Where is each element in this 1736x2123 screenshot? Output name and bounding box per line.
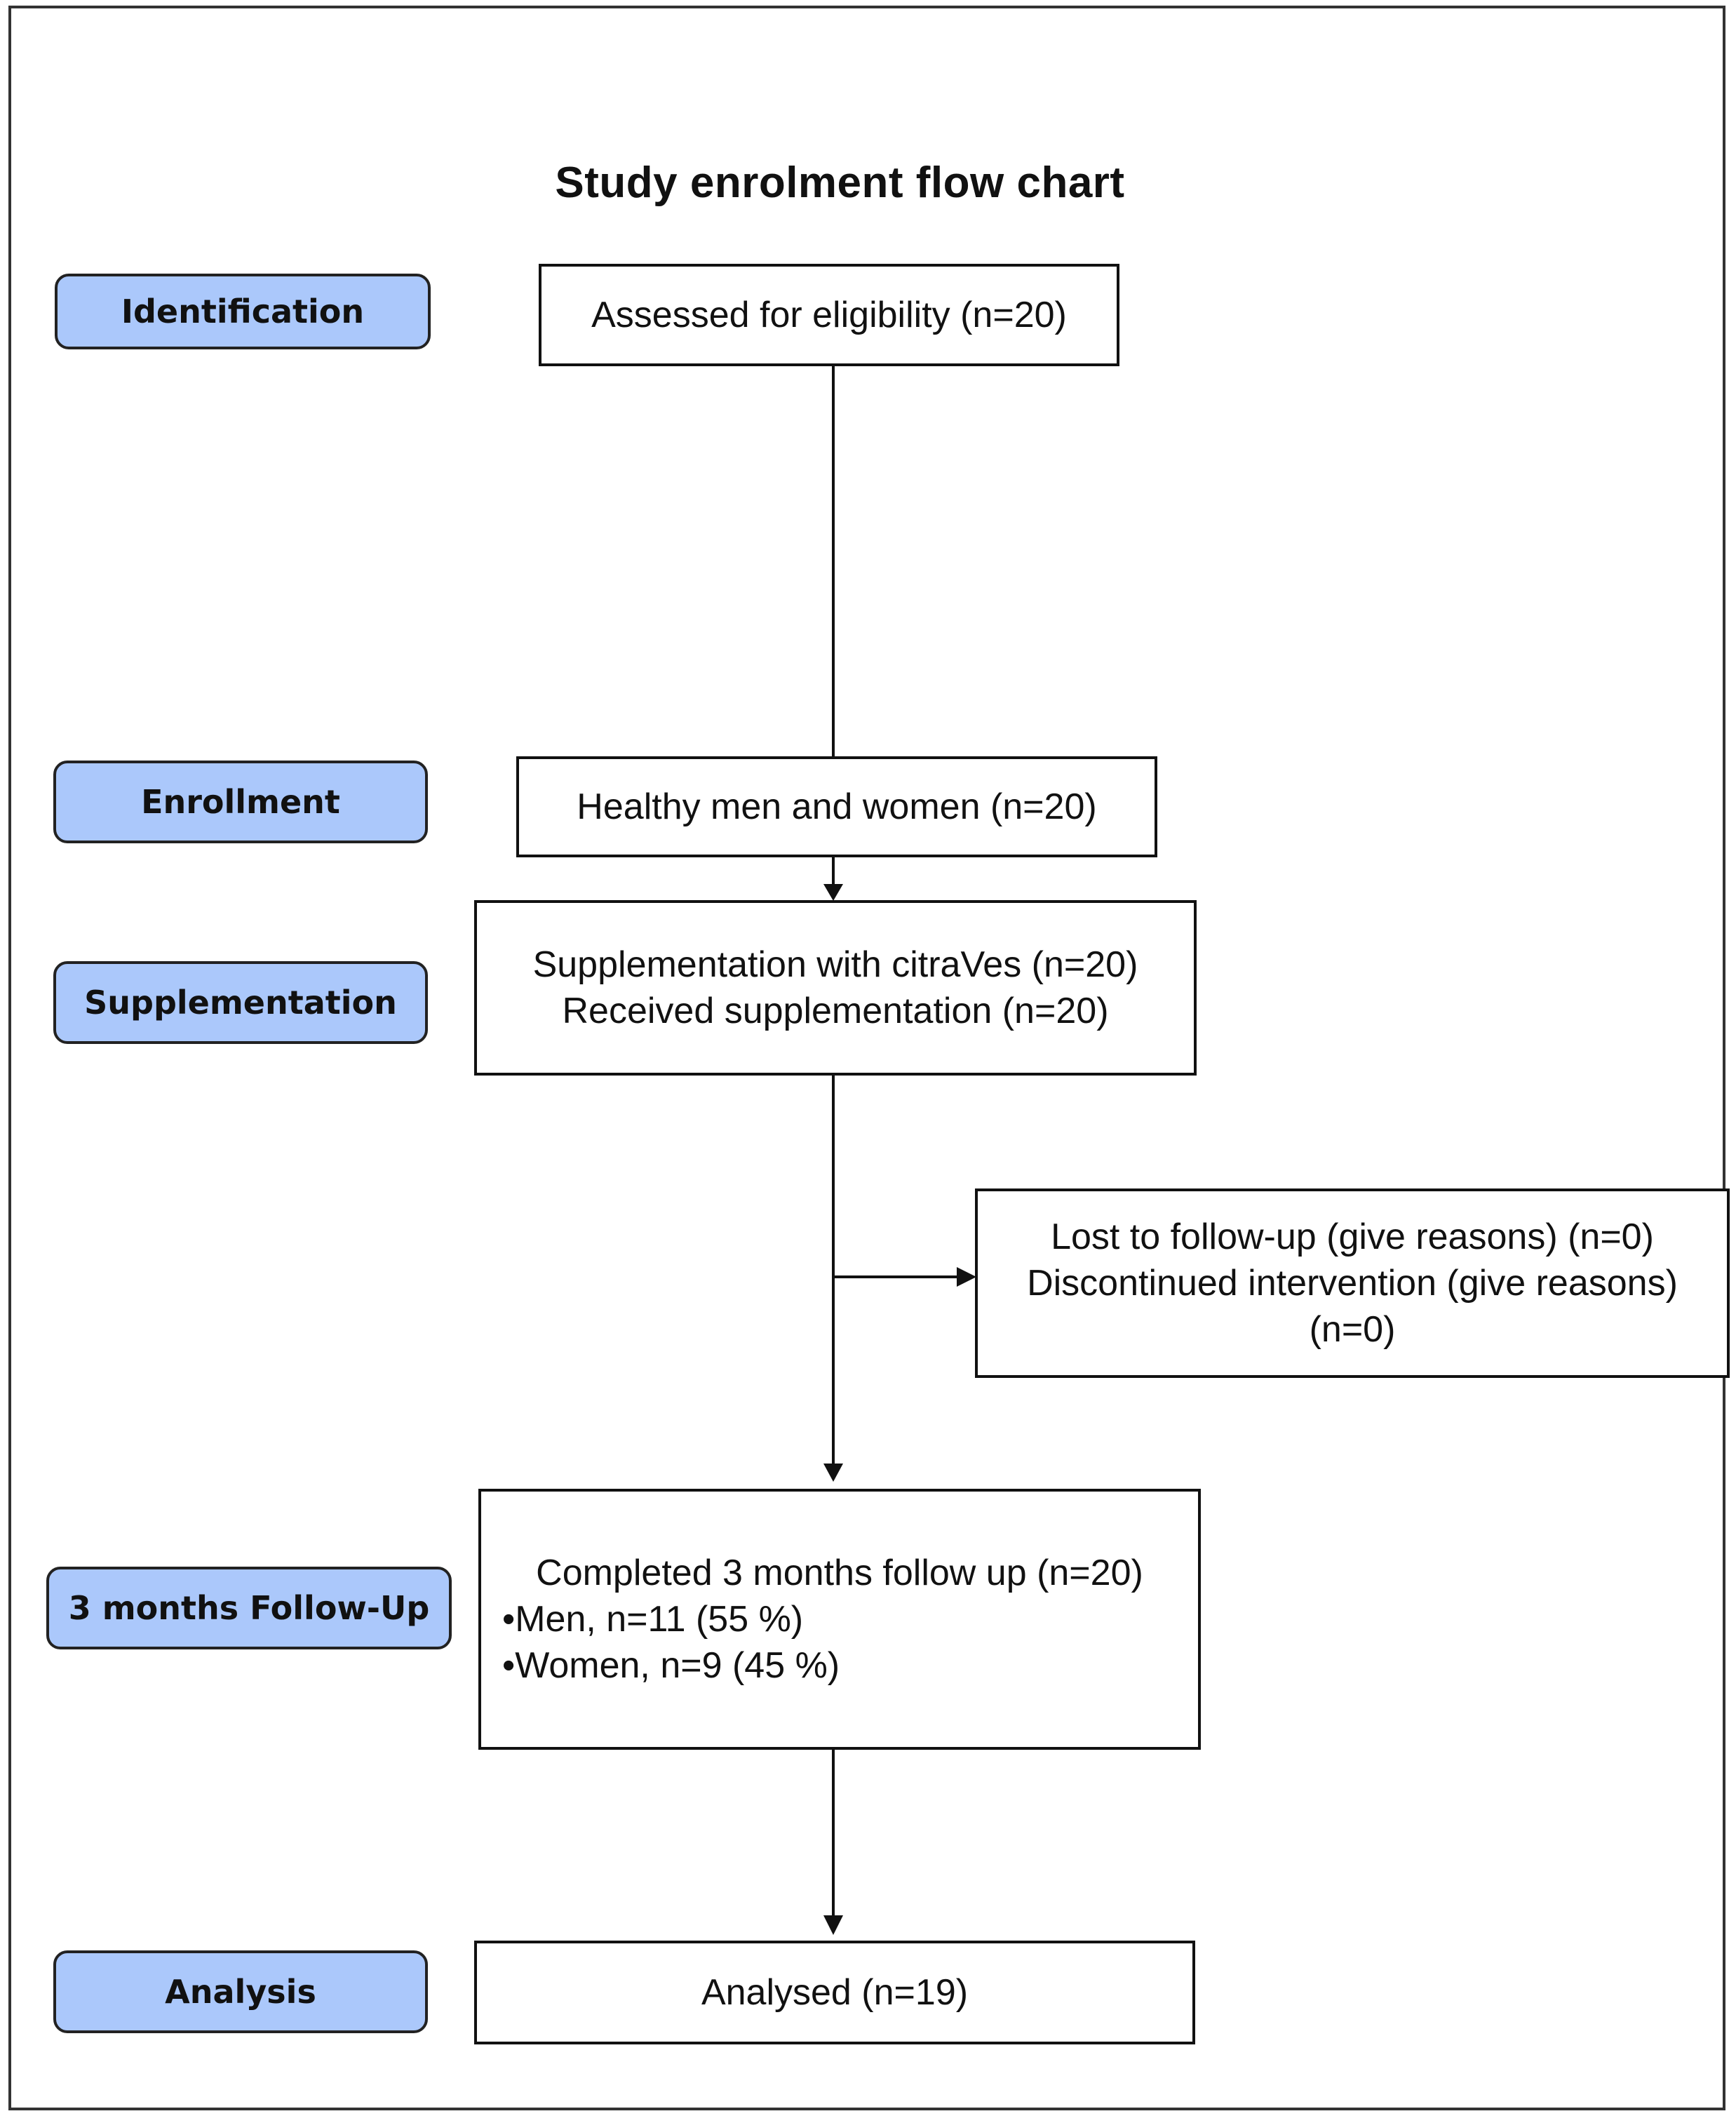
box-lost-line1: Lost to follow-up (give reasons) (n=0) [1051, 1217, 1654, 1257]
box-completed-women: •Women, n=9 (45 %) [502, 1645, 840, 1686]
stage-followup: 3 months Follow-Up [46, 1567, 452, 1649]
box-lost-to-followup: Lost to follow-up (give reasons) (n=0) D… [975, 1188, 1730, 1378]
box-completed-men: •Men, n=11 (55 %) [502, 1599, 804, 1640]
box-analysed-text: Analysed (n=19) [701, 1972, 969, 2013]
chart-title: Study enrolment flow chart [0, 158, 1736, 208]
stage-followup-label: 3 months Follow-Up [68, 1589, 430, 1627]
box-supplementation: Supplementation with citraVes (n=20) Rec… [474, 900, 1197, 1076]
box-analysed: Analysed (n=19) [474, 1941, 1195, 2044]
chart-title-text: Study enrolment flow chart [555, 159, 1125, 207]
box-supplementation-line1: Supplementation with citraVes (n=20) [532, 944, 1138, 985]
stage-supplementation: Supplementation [53, 961, 428, 1044]
stage-enrollment: Enrollment [53, 761, 428, 843]
box-healthy: Healthy men and women (n=20) [516, 756, 1157, 857]
box-healthy-text: Healthy men and women (n=20) [577, 786, 1097, 827]
box-completed-line1: Completed 3 months follow up (n=20) [536, 1553, 1143, 1593]
box-assessed-text: Assessed for eligibility (n=20) [591, 295, 1067, 335]
box-lost-line3: (n=0) [1309, 1309, 1396, 1350]
stage-enrollment-label: Enrollment [141, 783, 340, 821]
box-supplementation-line2: Received supplementation (n=20) [562, 991, 1109, 1031]
figure-frame [8, 6, 1725, 2110]
stage-supplementation-label: Supplementation [84, 984, 397, 1022]
stage-analysis: Analysis [53, 1950, 428, 2033]
box-assessed: Assessed for eligibility (n=20) [539, 264, 1119, 366]
stage-identification-label: Identification [121, 293, 365, 330]
stage-analysis-label: Analysis [165, 1973, 316, 2011]
stage-identification: Identification [55, 274, 431, 349]
box-completed: Completed 3 months follow up (n=20) •Men… [478, 1489, 1201, 1750]
box-lost-line2: Discontinued intervention (give reasons) [1027, 1263, 1678, 1304]
